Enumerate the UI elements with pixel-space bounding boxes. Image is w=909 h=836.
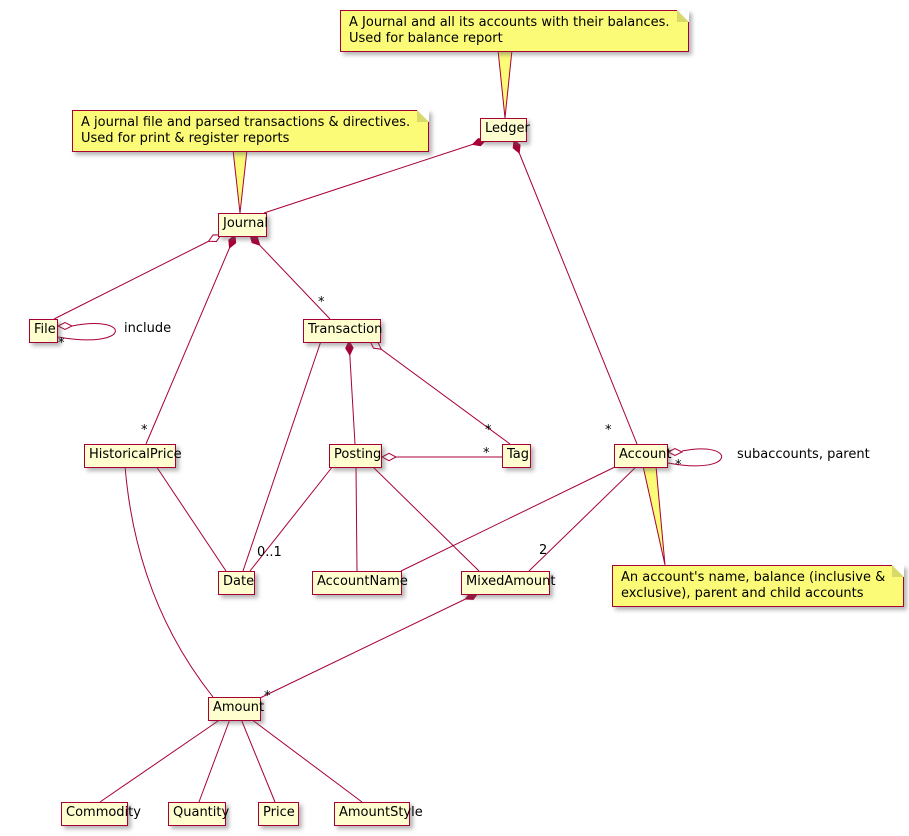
class-price: Price (258, 802, 299, 826)
multiplicity-file-include: * (58, 336, 65, 351)
note-pointer-account (642, 465, 666, 566)
edge-mixedamount-amount (259, 593, 478, 699)
note-ledger: A Journal and all its accounts with thei… (340, 10, 689, 52)
class-date-label: Date (223, 574, 255, 589)
class-commodity-label: Commodity (66, 805, 141, 820)
edge-journal-historicalprice (145, 235, 235, 445)
edge-transaction-date (242, 340, 322, 572)
class-transaction-label: Transaction (308, 322, 383, 337)
edge-account-subaccounts-loop (667, 448, 723, 467)
note-journal: A journal file and parsed transactions &… (72, 110, 430, 152)
edge-transaction-tag (370, 341, 511, 445)
class-tag-label: Tag (507, 447, 530, 462)
class-quantity: Quantity (168, 802, 230, 826)
class-historicalprice: HistoricalPrice (84, 444, 182, 468)
class-amountstyle-label: AmountStyle (339, 805, 423, 820)
class-price-label: Price (263, 805, 295, 820)
multiplicity-account-mixedamount: 2 (539, 543, 548, 558)
multiplicity-ledger-account: * (605, 423, 612, 438)
multiplicity-posting-date: 0..1 (257, 545, 282, 560)
edge-account-accountname (400, 465, 618, 572)
edge-amount-price (240, 718, 276, 803)
class-amountstyle: AmountStyle (334, 802, 423, 826)
multiplicity-mixedamount-amount: * (264, 689, 271, 704)
edge-journal-file (53, 235, 221, 320)
class-file-label: File (34, 322, 56, 337)
note-pointer-journal (232, 149, 248, 214)
class-accountname-label: AccountName (317, 574, 408, 589)
class-journal-label: Journal (223, 216, 268, 231)
note-account-line2: exclusive), parent and child accounts (621, 586, 864, 601)
class-mixedamount-label: MixedAmount (466, 574, 556, 589)
class-mixedamount: MixedAmount (461, 571, 555, 595)
note-journal-line1: A journal file and parsed transactions &… (81, 115, 411, 130)
class-account: Account (614, 444, 672, 468)
edge-ledger-journal (263, 140, 486, 214)
edge-posting-date (249, 465, 334, 572)
class-file: File (29, 319, 58, 343)
edge-posting-mixedamount (371, 465, 480, 572)
multiplicity-posting-tag: * (483, 446, 490, 461)
note-account: An account's name, balance (inclusive & … (612, 565, 905, 607)
edge-account-mixedamount (528, 465, 638, 572)
note-pointer-ledger (497, 49, 513, 119)
class-quantity-label: Quantity (173, 805, 230, 820)
class-posting: Posting (329, 444, 382, 468)
edge-amount-commodity (99, 718, 222, 803)
class-account-label: Account (619, 447, 672, 462)
class-amount-label: Amount (213, 700, 265, 715)
note-journal-line2: Used for print & register reports (81, 131, 290, 146)
edge-historicalprice-amount (124, 465, 214, 698)
class-accountname: AccountName (312, 571, 408, 595)
class-journal: Journal (218, 213, 268, 237)
edge-posting-accountname (355, 465, 358, 572)
label-subaccounts-parent: subaccounts, parent (737, 447, 870, 462)
class-amount: Amount (208, 697, 265, 721)
file-aggregation-diamond (56, 321, 74, 331)
note-account-line1: An account's name, balance (inclusive & (621, 570, 886, 585)
edge-file-include-loop (57, 323, 116, 341)
edge-journal-transaction (250, 235, 331, 320)
class-commodity: Commodity (61, 802, 141, 826)
label-include: include (124, 321, 172, 336)
multiplicity-transaction-tag: * (485, 423, 492, 438)
note-ledger-line1: A Journal and all its accounts with thei… (349, 15, 670, 30)
edge-amount-amountstyle (250, 718, 363, 803)
multiplicity-journal-historicalprice: * (141, 423, 148, 438)
class-historicalprice-label: HistoricalPrice (89, 447, 182, 462)
class-date: Date (218, 571, 255, 595)
class-ledger-label: Ledger (485, 121, 530, 136)
class-posting-label: Posting (334, 447, 382, 462)
note-ledger-line2: Used for balance report (349, 31, 503, 46)
multiplicity-journal-transaction: * (318, 295, 325, 310)
class-tag: Tag (502, 444, 531, 468)
edge-ledger-account (514, 140, 638, 445)
account-aggregation-diamond (666, 447, 684, 457)
edge-transaction-posting (349, 341, 356, 445)
class-transaction: Transaction (303, 319, 383, 343)
edge-historicalprice-date (155, 465, 227, 572)
multiplicity-account-subaccounts: * (675, 458, 682, 473)
edge-amount-quantity (198, 718, 231, 803)
class-ledger: Ledger (480, 118, 530, 142)
